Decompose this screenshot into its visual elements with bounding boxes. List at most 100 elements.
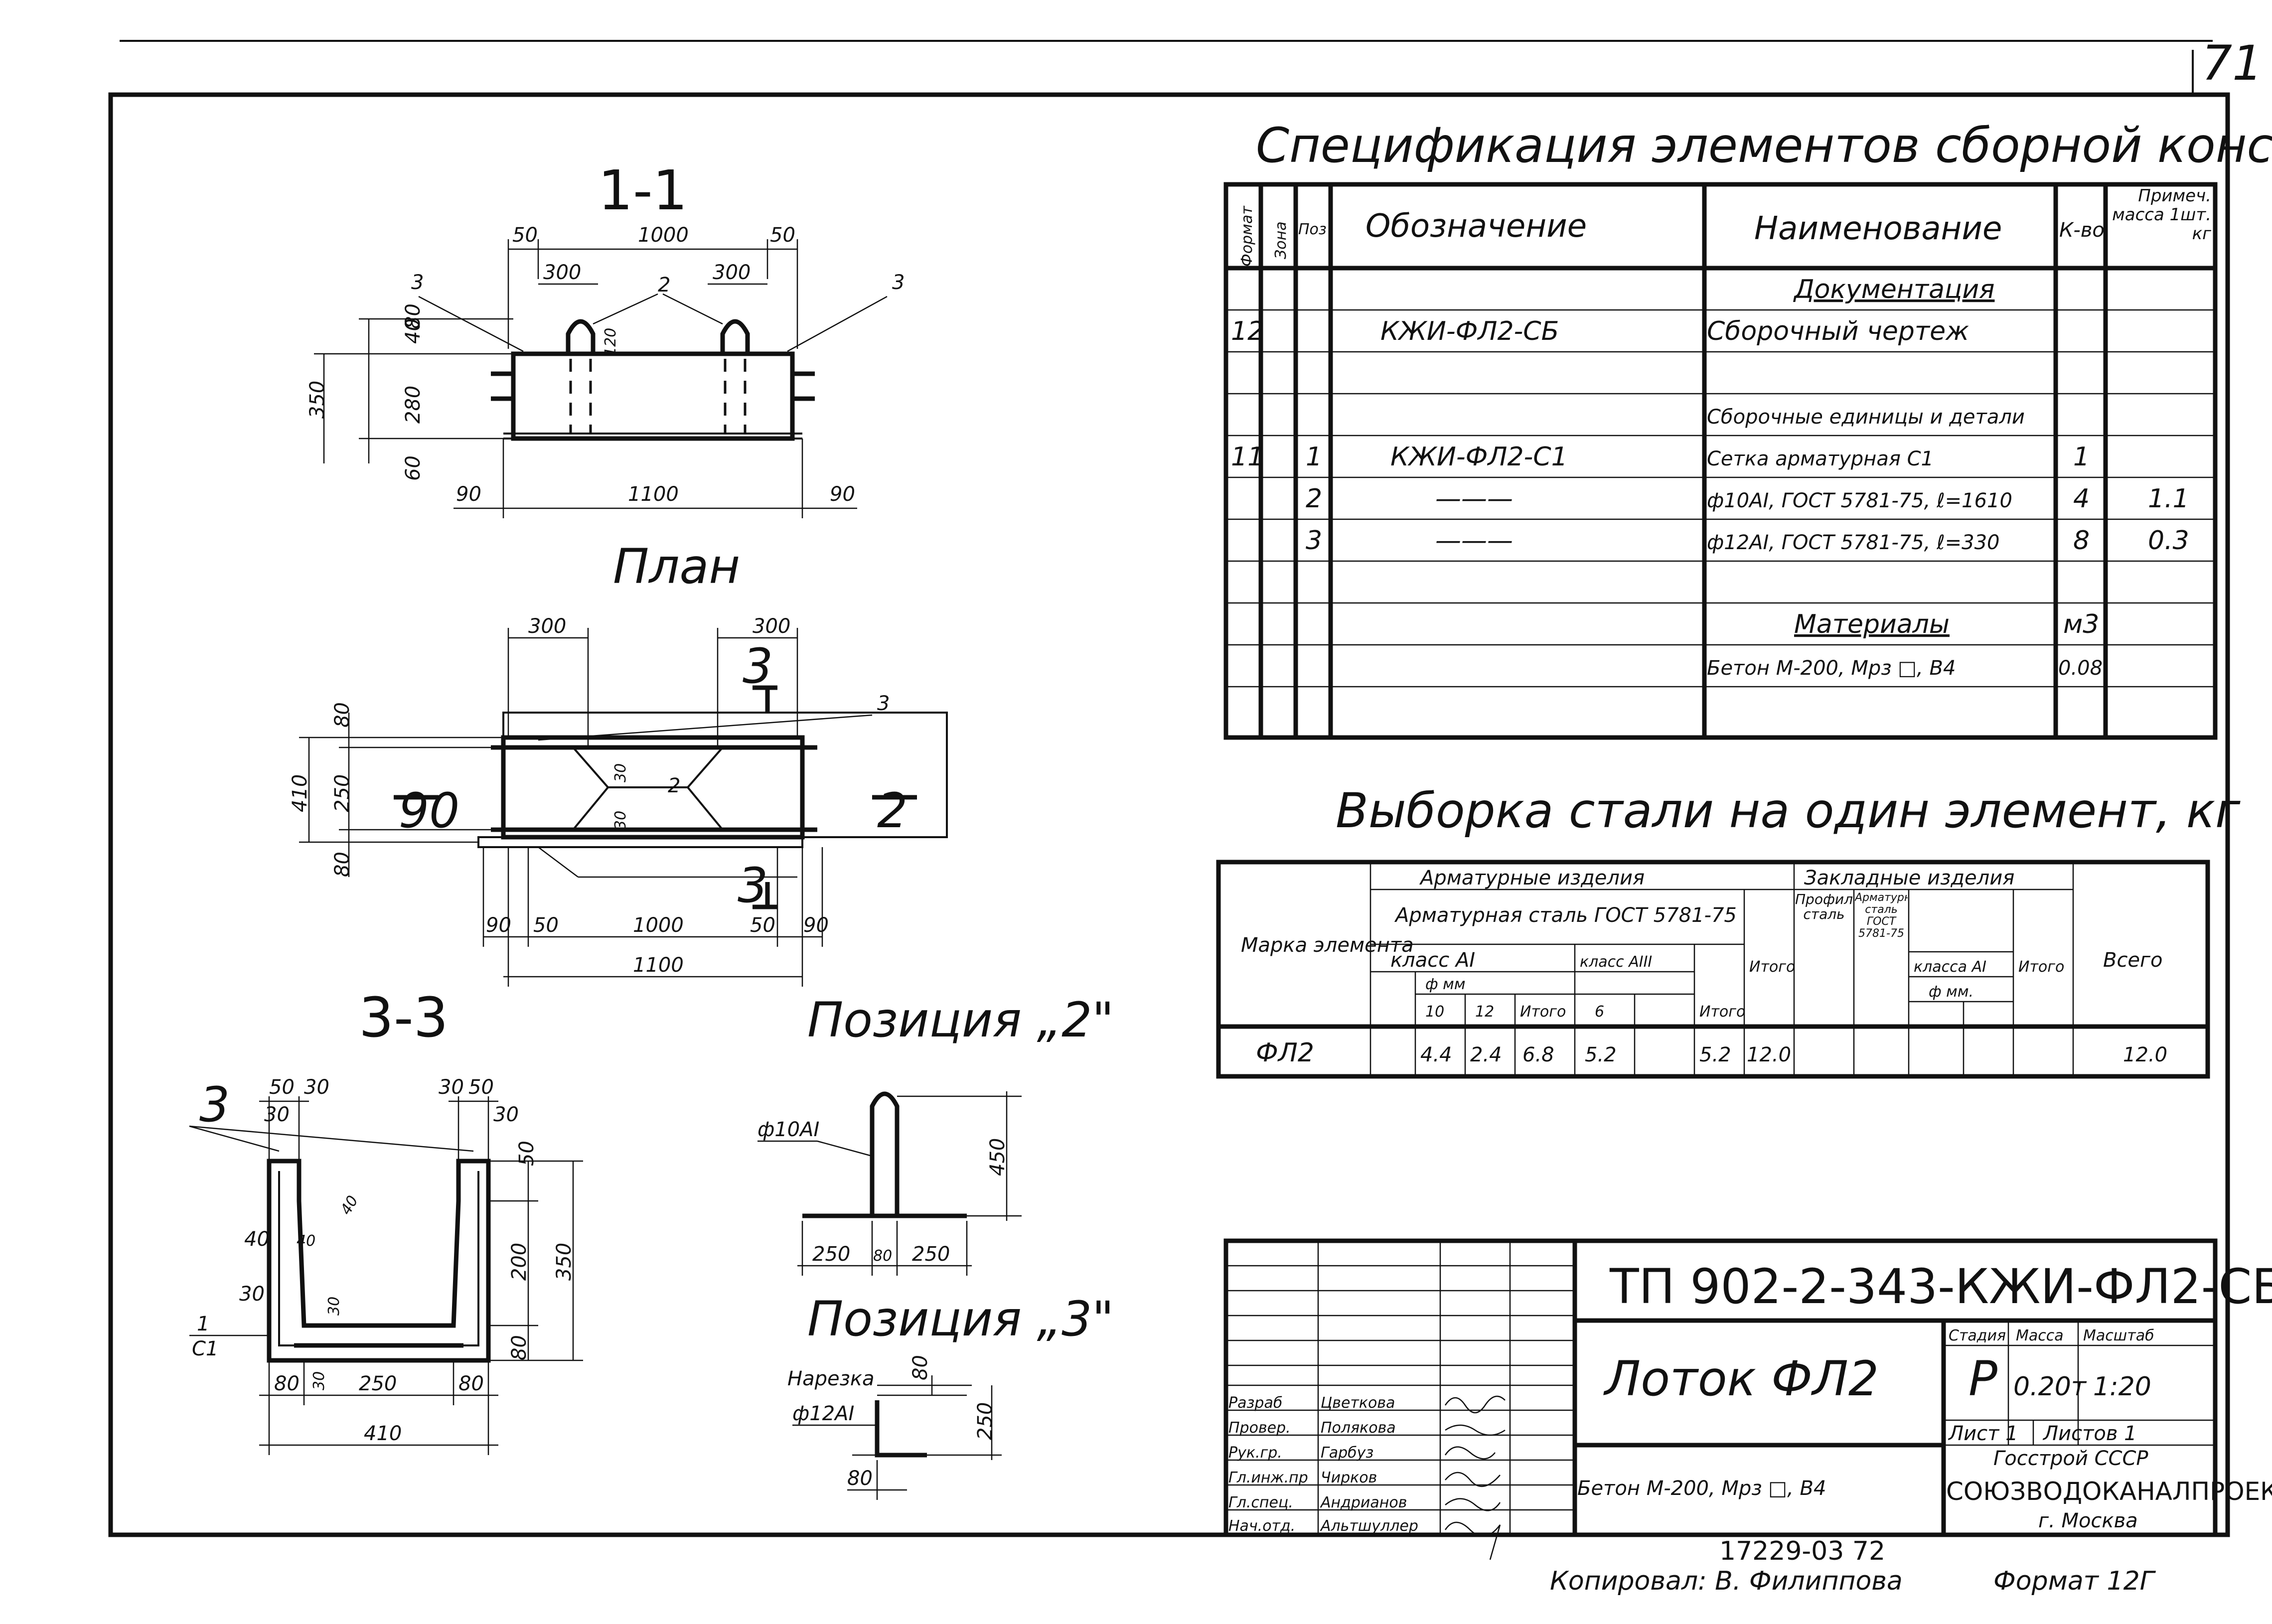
steel-h-dia: ф мм <box>1425 976 1465 993</box>
signatures <box>1444 1395 1506 1560</box>
steel-h-emb-armature: Арматурная сталь ГОСТ 5781-75 <box>1855 892 1908 940</box>
steel-h-total: Всего <box>2103 949 2163 972</box>
label-pos-2: 2 <box>658 274 670 296</box>
plan-dim-30-b: 30 <box>612 811 629 830</box>
pos3-note: Нарезка <box>787 1367 875 1390</box>
tb-sheets: Листов 1 <box>2042 1422 2137 1445</box>
s33-dim-350: 350 <box>553 1243 576 1281</box>
spec-r1-format: 12 <box>1231 316 1264 346</box>
tb-sheet: Лист 1 <box>1948 1422 2018 1445</box>
loop-left <box>566 319 596 354</box>
s33-dim-30-d: 30 <box>493 1103 519 1126</box>
loop-right <box>720 319 750 354</box>
tb-designation: ТП 902-2-343-КЖИ-ФЛ2-СБ <box>1609 1259 2272 1315</box>
s33-dim-30-c: 30 <box>264 1103 290 1126</box>
spec-r4-designation: КЖИ-ФЛ2-С1 <box>1390 442 1568 472</box>
steel-selection-table: Выборка стали на один элемент, кг <box>1216 783 2241 1079</box>
steel-h-armature-steel: Арматурная сталь ГОСТ 5781-75 <box>1394 904 1737 927</box>
tb-role-4: Гл.спец. <box>1228 1494 1293 1511</box>
tb-role-0: Разраб <box>1228 1394 1282 1412</box>
s33-dim-30-e: 30 <box>239 1283 265 1306</box>
spec-h-note: Примеч. масса 1шт. кг <box>2112 186 2211 244</box>
steel-h-itogo2: Итого <box>1699 1003 1745 1021</box>
plan-cut-3-top: 3 <box>743 638 773 694</box>
format-label: Формат 12Г <box>1993 1566 2156 1596</box>
spec-h-designation: Обозначение <box>1365 208 1587 245</box>
steel-h-emb-itogo: Итого <box>2018 958 2064 976</box>
steel-h-d6: 6 <box>1595 1003 1604 1021</box>
steel-title: Выборка стали на один элемент, кг <box>1336 783 2241 839</box>
steel-row-d12: 2.4 <box>1470 1043 1502 1066</box>
tb-name-0: Цветкова <box>1321 1394 1395 1412</box>
spec-r9-name: Бетон М-200, Мрз □, В4 <box>1707 657 1956 680</box>
plan-dim-50-right: 50 <box>750 914 775 937</box>
specification-table: Спецификация элементов сборной конструкц… <box>1223 118 2272 740</box>
steel-h-armature-items: Арматурные изделия <box>1419 867 1645 889</box>
s33-dim-30-g: 30 <box>310 1371 328 1390</box>
sheet-frame <box>108 92 2230 1537</box>
spec-r6-name: ф12АI, ГОСТ 5781-75, ℓ=330 <box>1707 531 1999 554</box>
steel-row-itogo3: 12.0 <box>1747 1043 1791 1066</box>
position-2-title: Позиция „2" <box>807 992 1114 1048</box>
tb-name-4: Андрианов <box>1320 1494 1407 1511</box>
trough-section <box>267 1159 491 1363</box>
spec-r8-name: Материалы <box>1794 609 1950 639</box>
section-1-1-body <box>511 351 795 441</box>
plan-dim-1000: 1000 <box>633 914 684 937</box>
pos2-dim-80: 80 <box>873 1247 892 1265</box>
plan-dim-1100: 1100 <box>633 954 684 977</box>
section-3-3-view: 3-3 50 30 30 50 3 30 30 50 40 40 40 200 … <box>189 986 583 1455</box>
s33-dim-40-a: 40 <box>244 1228 270 1251</box>
s33-dim-80-b: 80 <box>458 1372 484 1395</box>
dim-40: 40 <box>402 318 425 344</box>
tb-role-3: Гл.инж.пр <box>1228 1469 1308 1486</box>
dim-50-left: 50 <box>512 224 538 247</box>
s33-dim-50-b: 50 <box>468 1076 494 1099</box>
spec-r6-qty: 8 <box>2073 526 2090 556</box>
tb-org1: Госстрой СССР <box>1993 1447 2148 1470</box>
steel-h-emb-class: класса АI <box>1914 958 1986 976</box>
plan-view: План 90 2 3 3 3 2 30 30 300 300 80 410 2… <box>289 539 948 987</box>
spec-r4-name: Сетка арматурная С1 <box>1707 447 1934 470</box>
dim-60: 60 <box>402 455 425 481</box>
bar-pos-2 <box>870 1091 900 1216</box>
tb-role-5: Нач.отд. <box>1228 1517 1295 1535</box>
tb-name-1: Полякова <box>1321 1419 1396 1437</box>
spec-r5-name: ф10АI, ГОСТ 5781-75, ℓ=1610 <box>1707 489 2012 512</box>
dim-300-right: 300 <box>713 261 751 284</box>
s33-label-1: 1 <box>197 1313 209 1335</box>
steel-h-itogo3: Итого <box>1749 958 1795 976</box>
tb-name-3: Чирков <box>1321 1469 1377 1486</box>
copied-by: Копировал: В. Филиппова <box>1550 1566 1903 1596</box>
steel-h-class-a1: класс АI <box>1390 949 1475 972</box>
dim-90-right: 90 <box>830 483 855 506</box>
position-3-view: Позиция „3" Нарезка ф12АI 80 250 80 <box>787 1291 1114 1500</box>
spec-r5-qty: 4 <box>2073 484 2090 514</box>
s33-dim-80-right: 80 <box>508 1335 531 1360</box>
dim-1100: 1100 <box>628 483 679 506</box>
plan-loops <box>572 746 724 831</box>
s33-dim-30-f: 30 <box>325 1297 343 1316</box>
tb-role-2: Рук.гр. <box>1228 1444 1282 1462</box>
plan-dim-300-right: 300 <box>753 615 790 638</box>
dim-1000: 1000 <box>638 224 689 247</box>
spec-r6-pos: 3 <box>1306 526 1322 556</box>
plan-label-2: 2 <box>668 774 680 797</box>
position-3-title: Позиция „3" <box>807 1291 1114 1347</box>
tb-scale: 1:20 <box>2093 1372 2151 1402</box>
steel-row-d6: 5.2 <box>1585 1043 1617 1066</box>
dim-80: 80 <box>402 303 425 329</box>
section-1-1-title: 1-1 <box>598 158 688 222</box>
steel-h-d10: 10 <box>1425 1003 1444 1021</box>
section-3-3-title: 3-3 <box>359 986 449 1049</box>
page-number: 71 <box>2202 35 2263 91</box>
dim-280: 280 <box>402 386 425 424</box>
spec-h-format: Формат <box>1238 205 1256 267</box>
tb-org3: г. Москва <box>2038 1509 2138 1532</box>
steel-h-itogo1: Итого <box>1520 1003 1566 1021</box>
tb-scale-label: Масштаб <box>2083 1327 2154 1344</box>
dim-350: 350 <box>306 381 329 419</box>
plan-label-3: 3 <box>877 692 890 715</box>
label-pos-3-right: 3 <box>892 271 905 294</box>
